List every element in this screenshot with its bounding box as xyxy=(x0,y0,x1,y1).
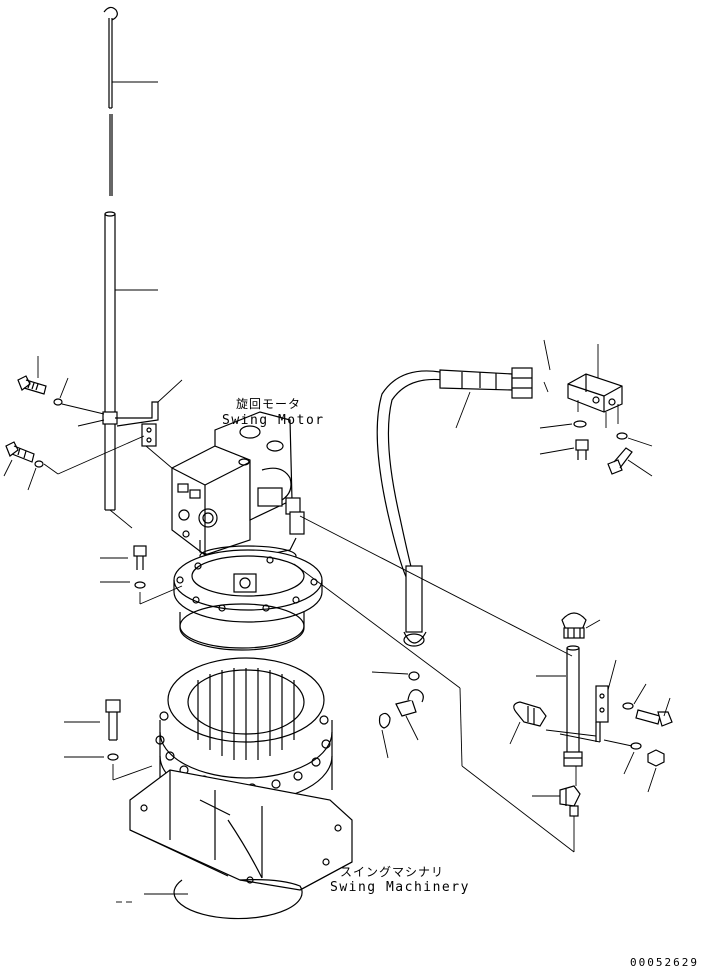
document-number: 00052629 xyxy=(630,956,699,969)
washer-right xyxy=(616,432,628,440)
right-bracket xyxy=(595,685,609,742)
o-ring-center xyxy=(408,671,420,681)
swing-motor xyxy=(171,411,323,651)
washer-right-mid xyxy=(622,702,634,710)
dipstick xyxy=(103,6,118,196)
machinery-washer xyxy=(107,753,119,761)
bolt-right-upper xyxy=(607,447,633,475)
elbow-fitting-center xyxy=(395,689,424,717)
fitting-block xyxy=(567,373,623,413)
connection-lines xyxy=(293,515,601,853)
washer-upper-left xyxy=(53,398,63,406)
motor-bolt xyxy=(133,545,147,570)
washer-right-low xyxy=(630,742,642,750)
bolt-lower-left xyxy=(5,441,35,463)
swing-motor-label-jp: 旋回モータ xyxy=(236,397,302,411)
swing-motor-label-en: Swing Motor xyxy=(222,413,325,428)
washer-lower-left xyxy=(34,460,44,468)
hose xyxy=(376,367,533,647)
cap-center xyxy=(378,712,391,729)
o-ring-small xyxy=(573,420,587,428)
tube-bracket xyxy=(115,401,159,447)
swing-machinery-label-jp: スイングマシナリ xyxy=(340,865,445,879)
o-ring xyxy=(173,879,303,920)
bolt-upper-left xyxy=(17,375,47,395)
motor-washer xyxy=(134,581,146,589)
bolt-right-mid xyxy=(635,709,673,727)
swing-machinery xyxy=(129,657,353,891)
adapter-fitting xyxy=(559,785,581,817)
breather xyxy=(561,612,587,639)
nut-right xyxy=(647,749,665,767)
right-tube xyxy=(563,645,583,767)
elbow-fitting-right xyxy=(513,701,547,727)
plug-right xyxy=(575,439,589,460)
gauge-tube xyxy=(102,211,118,511)
machinery-bolt xyxy=(105,699,121,741)
swing-machinery-label-en: Swing Machinery xyxy=(330,880,470,895)
